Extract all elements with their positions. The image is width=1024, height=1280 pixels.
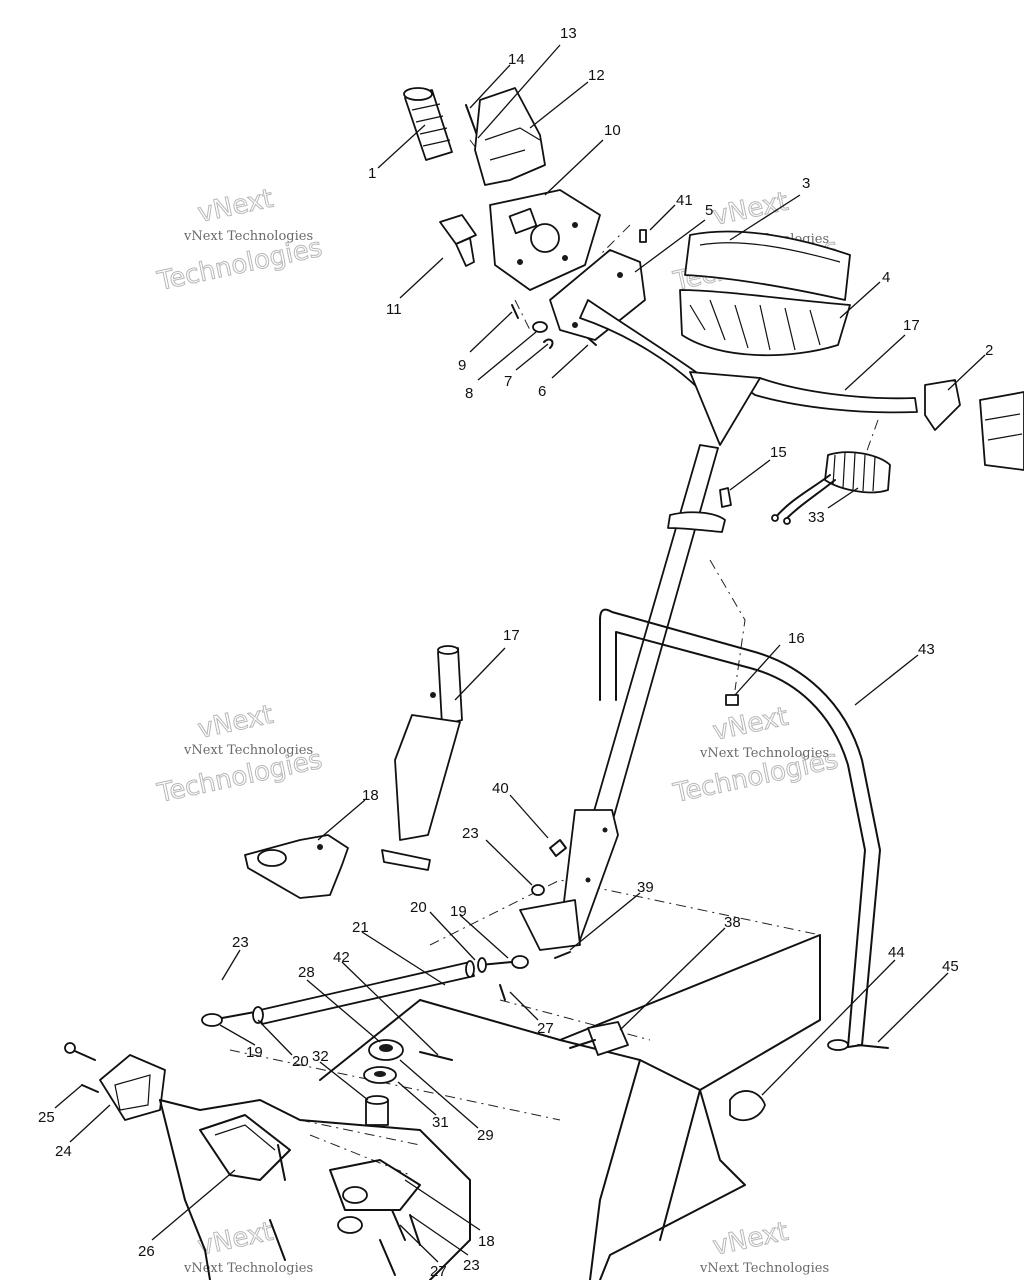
control-bracket-10 [489, 189, 601, 291]
watermark-outline-vnext: vNext [195, 184, 276, 229]
handlebar [579, 299, 918, 446]
watermark-mid-right: vNext Technologies vNext Technologies [670, 701, 842, 809]
callout-7: 7 [504, 373, 512, 390]
callout-2: 2 [985, 342, 993, 359]
callout-10: 10 [604, 122, 621, 139]
callout-13: 13 [560, 25, 577, 42]
callout-11: 11 [386, 301, 402, 318]
base-plate-24 [64, 1042, 166, 1121]
leader-lines [54, 44, 986, 1263]
watermark-text: vNext Technologies [183, 1261, 313, 1276]
callout-20-right: 20 [410, 899, 427, 916]
seat-support-17 [381, 645, 463, 871]
callout-20-left: 20 [292, 1053, 309, 1070]
callout-31: 31 [432, 1114, 449, 1131]
alignment-lines [229, 139, 879, 1176]
callout-41: 41 [676, 192, 693, 209]
callout-15: 15 [770, 444, 787, 461]
callout-42: 42 [333, 949, 350, 966]
callout-38: 38 [724, 914, 741, 931]
callout-17-top: 17 [903, 317, 920, 334]
callout-4: 4 [882, 269, 890, 286]
callout-23-lower: 23 [463, 1257, 480, 1274]
callout-12: 12 [588, 67, 605, 84]
callout-19-right: 19 [450, 903, 467, 920]
hand-grip-3-4 [679, 230, 851, 357]
callout-25: 25 [38, 1109, 55, 1126]
watermark-bottom-right: vNext vNext Technologies [699, 1216, 829, 1276]
watermark-mid-left: vNext Technologies vNext Technologies [154, 699, 326, 809]
watermark-outline-vnext: vNext [195, 1217, 276, 1262]
watermark-top-left: vNext Technologies vNext Technologies [154, 183, 326, 297]
tie-rod-21 [201, 951, 571, 1027]
callout-40: 40 [492, 780, 509, 797]
grip-knob [403, 87, 453, 161]
callout-29: 29 [477, 1127, 494, 1144]
callout-16: 16 [788, 630, 805, 647]
hinge-plate-18 [244, 834, 349, 899]
callout-numbers: 1 14 13 12 10 3 41 5 11 9 8 7 6 4 17 2 1… [38, 25, 993, 1280]
callout-1: 1 [368, 165, 376, 182]
watermark-text: vNext Technologies [699, 746, 829, 761]
callout-24: 24 [55, 1143, 72, 1160]
callout-27-mid: 27 [537, 1020, 554, 1037]
callout-5: 5 [705, 202, 713, 219]
lever-11 [439, 214, 477, 267]
steering-column-bracket [519, 809, 619, 951]
watermark-text: vNext Technologies [183, 743, 313, 758]
callout-26: 26 [138, 1243, 155, 1260]
control-wire-2 [924, 379, 1024, 471]
callout-18-upper: 18 [362, 787, 379, 804]
callout-28: 28 [298, 964, 315, 981]
cam-stack-28-32 [363, 1039, 453, 1126]
callout-23-upper: 23 [462, 825, 479, 842]
callout-23-left: 23 [232, 934, 249, 951]
callout-32: 32 [312, 1048, 329, 1065]
callout-19-left: 19 [246, 1044, 263, 1061]
callout-18-lower: 18 [478, 1233, 495, 1250]
callout-6: 6 [538, 383, 546, 400]
callout-39: 39 [637, 879, 654, 896]
callout-3: 3 [802, 175, 810, 192]
callout-14: 14 [508, 51, 525, 68]
watermark-outline-vnext: vNext [710, 1217, 791, 1262]
callout-8: 8 [465, 385, 473, 402]
watermark-outline-vnext: vNext [195, 700, 276, 745]
lower-frame-platform [319, 934, 889, 1280]
callout-33: 33 [808, 509, 825, 526]
callout-17-seat: 17 [503, 627, 520, 644]
watermark-outline-vnext: vNext [710, 702, 791, 747]
watermark-text: vNext Technologies [183, 229, 313, 244]
callout-27-lower: 27 [430, 1263, 447, 1280]
heater-coil-33 [771, 451, 891, 525]
latch-cover-12 [474, 87, 546, 186]
callout-44: 44 [888, 944, 905, 961]
steering-gear-housing-26 [159, 1099, 471, 1280]
frame-rollbar-43 [599, 608, 881, 1051]
mount-plate-5 [549, 249, 646, 341]
callout-21: 21 [352, 919, 369, 936]
callout-43: 43 [918, 641, 935, 658]
callout-45: 45 [942, 958, 959, 975]
callout-9: 9 [458, 357, 466, 374]
watermark-text: vNext Technologies [699, 1261, 829, 1276]
